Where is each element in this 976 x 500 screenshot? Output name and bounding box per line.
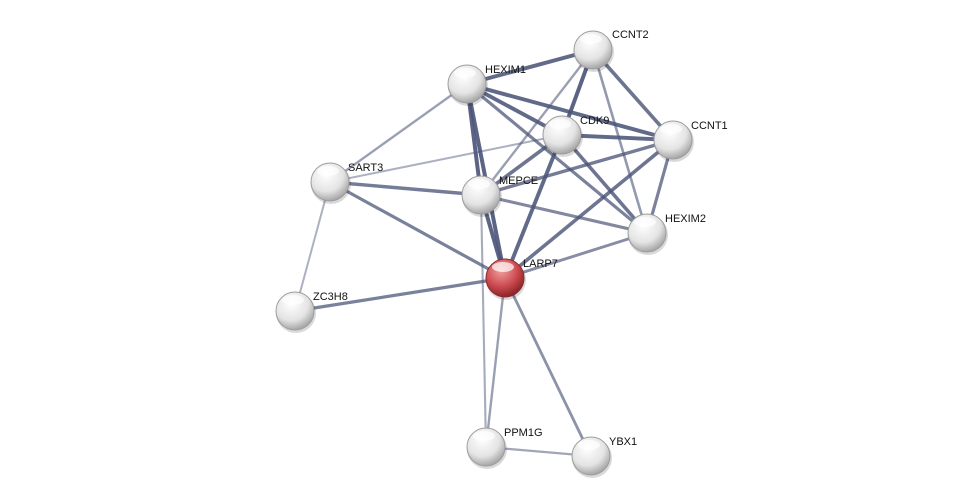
edge-mepce-ppm1g[interactable] — [479, 194, 488, 448]
edge-hexim1-hexim2[interactable] — [465, 82, 649, 235]
node-highlight — [454, 68, 476, 78]
edge-sart3-zc3h8[interactable] — [294, 181, 331, 312]
edge-hexim1-ccnt2[interactable] — [466, 48, 594, 86]
node-ccnt1[interactable]: CCNT1 — [653, 120, 728, 162]
node-highlight — [468, 179, 490, 189]
node-label: LARP7 — [523, 258, 558, 270]
edge-larp7-ppm1g[interactable] — [484, 277, 507, 448]
edge-sart3-mepce[interactable] — [329, 180, 482, 197]
node-mepce[interactable]: MEPCE — [461, 175, 538, 217]
node-label: MEPCE — [499, 175, 538, 187]
edge-cdk9-sart3[interactable] — [329, 134, 563, 183]
node-larp7[interactable]: LARP7 — [485, 258, 558, 300]
edge-ccnt1-mepce[interactable] — [480, 138, 674, 197]
node-zc3h8[interactable]: ZC3H8 — [275, 291, 348, 333]
node-highlight — [549, 119, 571, 129]
edge-sart3-larp7[interactable] — [329, 180, 506, 280]
edge-larp7-zc3h8[interactable] — [294, 276, 506, 313]
node-ccnt2[interactable]: CCNT2 — [573, 29, 649, 72]
node-highlight — [660, 124, 682, 134]
node-label: SART3 — [348, 162, 383, 174]
node-label: ZC3H8 — [313, 291, 348, 303]
edge-larp7-ybx1[interactable] — [503, 277, 593, 457]
node-highlight — [580, 34, 602, 44]
edges-layer — [294, 48, 675, 458]
edge-cdk9-hexim2[interactable] — [560, 133, 649, 235]
edge-ccnt2-ccnt1[interactable] — [591, 48, 675, 142]
node-label: HEXIM1 — [485, 64, 526, 76]
node-ybx1[interactable]: YBX1 — [571, 436, 637, 478]
node-label: HEXIM2 — [665, 213, 706, 225]
node-highlight — [634, 217, 656, 227]
node-label: PPM1G — [504, 427, 543, 439]
node-highlight — [492, 262, 514, 272]
edge-hexim1-sart3[interactable] — [329, 83, 468, 183]
node-label: YBX1 — [609, 436, 637, 448]
node-hexim1[interactable]: HEXIM1 — [447, 64, 526, 106]
edge-ccnt1-larp7[interactable] — [503, 138, 675, 280]
node-highlight — [282, 295, 304, 305]
node-label: CCNT2 — [612, 29, 649, 41]
node-hexim2[interactable]: HEXIM2 — [627, 213, 706, 255]
node-sart3[interactable]: SART3 — [310, 162, 383, 204]
edge-mepce-hexim2[interactable] — [480, 193, 648, 235]
node-label: CDK9 — [580, 115, 609, 127]
edge-hexim2-larp7[interactable] — [504, 231, 648, 280]
edge-ccnt2-mepce[interactable] — [480, 49, 594, 196]
node-highlight — [473, 431, 495, 441]
node-ppm1g[interactable]: PPM1G — [466, 427, 543, 469]
edge-ccnt2-hexim2[interactable] — [591, 49, 649, 234]
node-label: CCNT1 — [691, 120, 728, 132]
node-highlight — [578, 440, 600, 450]
node-highlight — [317, 166, 339, 176]
node-cdk9[interactable]: CDK9 — [542, 115, 609, 157]
